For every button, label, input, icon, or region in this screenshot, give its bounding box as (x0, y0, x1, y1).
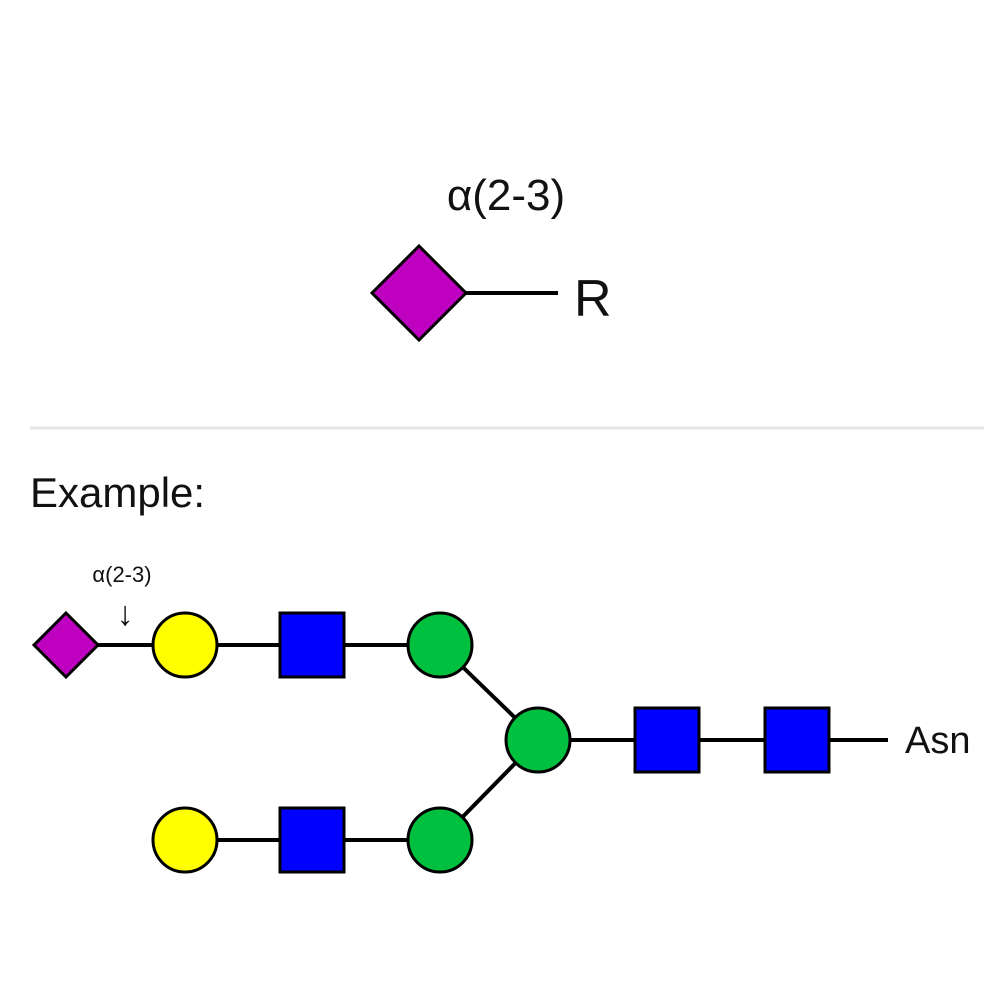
core-mannose-circle-icon (504, 706, 572, 774)
glcnac-square-icon (278, 806, 346, 874)
sialic-acid-diamond-icon (31, 610, 101, 680)
mannose-circle-icon (406, 611, 474, 679)
asn-label: Asn (905, 720, 970, 762)
glcnac-square-icon (278, 611, 346, 679)
example-heading: Example: (30, 469, 205, 516)
galactose-circle-icon (151, 611, 219, 679)
galactose-circle-icon (151, 806, 219, 874)
linkage-arrow-icon: ↓ (117, 595, 134, 633)
reducing-end-label: R (574, 270, 612, 328)
core-glcnac-square-icon (633, 706, 701, 774)
sialic-acid-diamond-icon (369, 243, 469, 343)
linkage-label: α(2-3) (447, 171, 565, 220)
mannose-circle-icon (406, 806, 474, 874)
example-linkage-annotation: α(2-3) (92, 562, 151, 587)
core-glcnac-square-icon (763, 706, 831, 774)
